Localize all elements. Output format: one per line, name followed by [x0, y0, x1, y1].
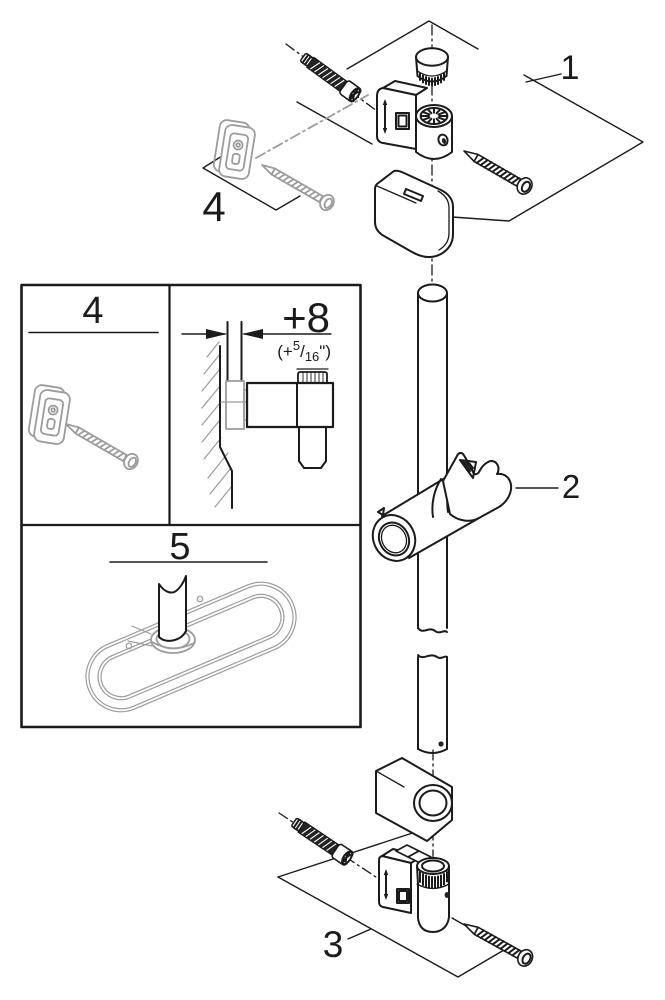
shower-rail-icon — [417, 283, 448, 754]
clamp-arrow-mark — [383, 869, 389, 900]
plug-axis-line — [255, 94, 369, 159]
inset-panel-plug: 4 — [26, 290, 159, 473]
end-cap-icon — [415, 47, 449, 87]
callout-1-label: 1 — [561, 49, 580, 87]
dim-arrow-left — [206, 329, 227, 339]
offset-metric-label: +8 — [282, 294, 330, 341]
tray-tube — [158, 575, 187, 642]
wall-profile — [219, 345, 233, 509]
callout-3: 3 — [323, 924, 372, 965]
inset-panel-base: 5 — [85, 526, 297, 713]
wall-plug-group: 4 — [202, 118, 338, 230]
set-screw-icon — [297, 49, 364, 105]
wall-bracket-icon — [376, 80, 453, 160]
exploded-plane-part4 — [202, 155, 301, 211]
inset-panel-offset: +8 (+5/16") — [181, 294, 335, 509]
mounting-screw-icon — [458, 142, 536, 198]
knurl-ribs — [419, 871, 448, 889]
wall-bracket-bottom-icon — [378, 844, 450, 933]
spacer-piece — [220, 380, 249, 430]
centerlines — [255, 24, 434, 880]
rail-pin-hole — [438, 741, 444, 747]
top-bracket-assembly — [297, 47, 536, 258]
callout-3-label: 3 — [323, 924, 344, 965]
set-screw-icon — [288, 814, 356, 868]
clamp-arrow-mark — [382, 99, 388, 134]
fork-notch-hatch — [459, 459, 477, 479]
bottom-bracket-assembly — [288, 757, 537, 970]
inset-base-label: 5 — [169, 526, 190, 568]
bracket-side-view — [245, 368, 335, 469]
glide-holder-icon — [371, 451, 513, 562]
callout-2-label: 2 — [562, 468, 580, 505]
inset-plug-label: 4 — [82, 290, 103, 332]
callout-1: 1 — [525, 49, 580, 87]
offset-imperial-label: (+5/16") — [277, 338, 331, 364]
cover-sleeve-icon — [375, 757, 453, 842]
wall-plug-icon — [211, 118, 258, 181]
dim-arrow-right — [242, 329, 263, 339]
gray-screw-icon — [257, 157, 338, 214]
wall-plug-icon — [26, 383, 73, 446]
gray-screw-icon — [61, 416, 142, 473]
mounting-screw-icon — [458, 915, 537, 970]
holder-fork — [442, 451, 513, 522]
spline-teeth — [420, 107, 448, 125]
inset-box: 4 — [20, 283, 362, 729]
dimension-line — [181, 329, 332, 339]
callout-2: 2 — [515, 468, 580, 505]
exploded-plane-part1 — [296, 20, 644, 222]
bracket-cover-clip-icon — [374, 169, 454, 258]
callout-4-label: 4 — [202, 183, 225, 230]
